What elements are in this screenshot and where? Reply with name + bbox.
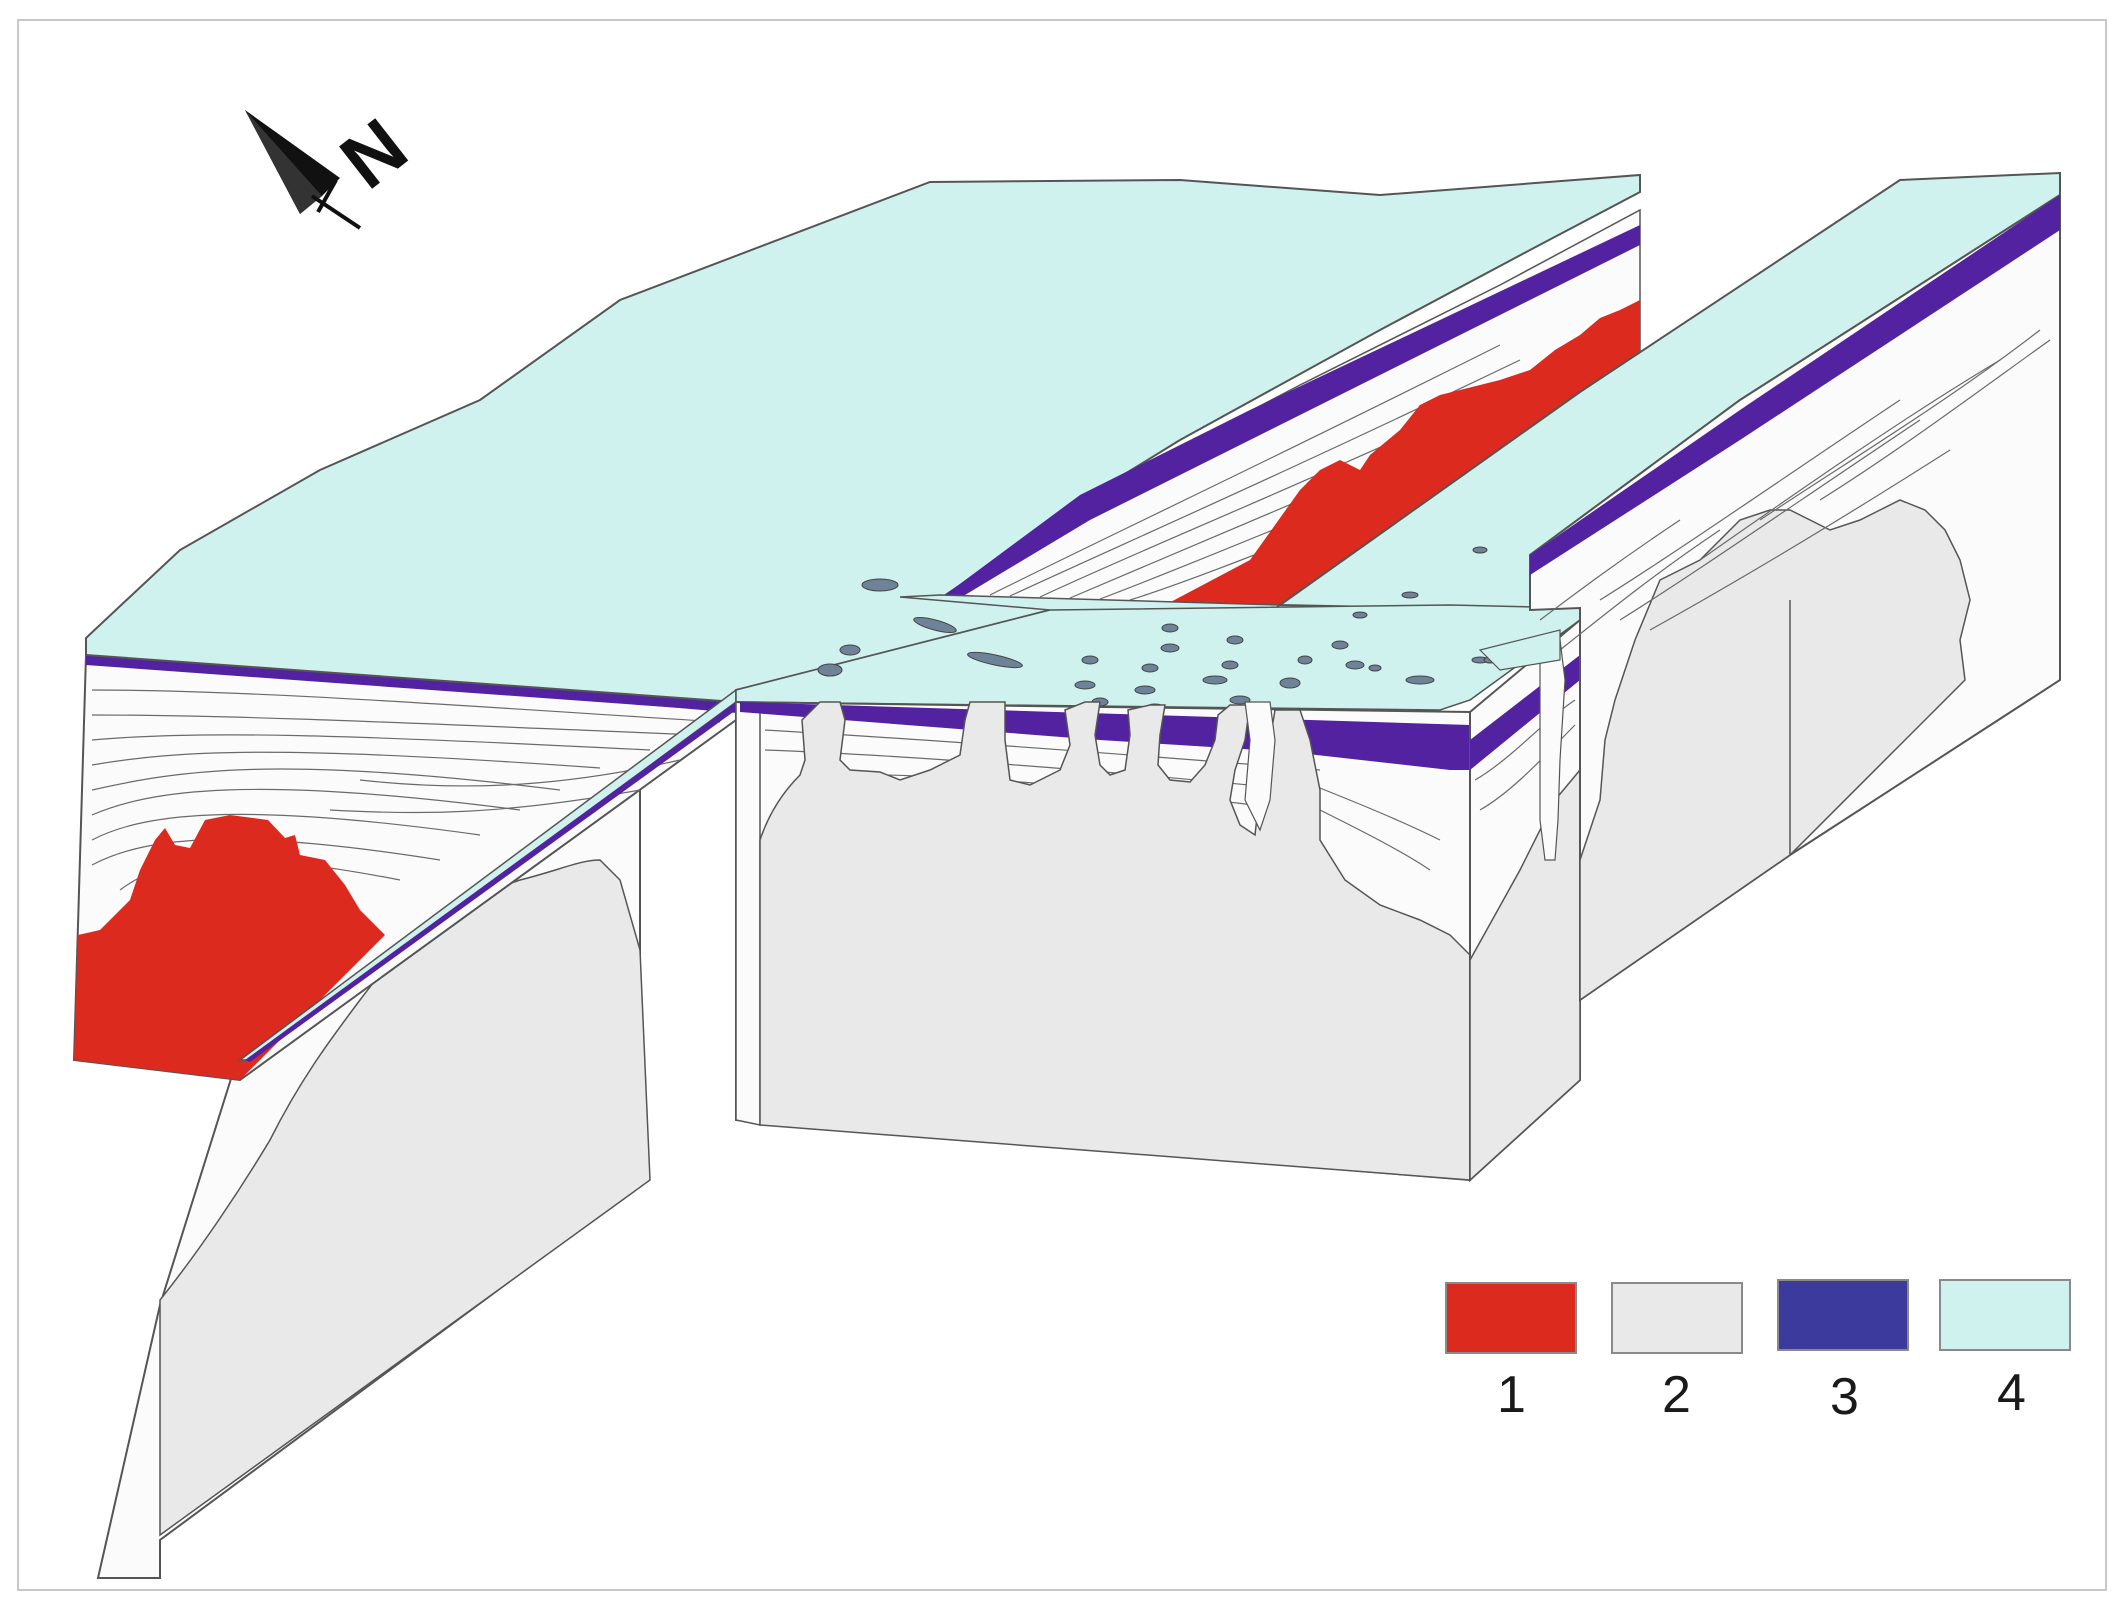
legend-swatch-3: [1777, 1279, 1909, 1351]
ne-red-body: [1165, 300, 1640, 605]
lens: [1401, 591, 1419, 599]
legend-label-1: 1: [1497, 1366, 1526, 1424]
legend-swatch-2: [1611, 1282, 1743, 1354]
north-arrow-tick: [316, 179, 338, 213]
lens: [1160, 643, 1180, 653]
north-arrow-icon: [245, 110, 322, 214]
lens: [1221, 660, 1239, 670]
west-red-body: [74, 815, 385, 1080]
east-strata: [1539, 329, 2051, 651]
central-left-strip: [735, 701, 761, 1126]
lens: [1352, 611, 1368, 619]
lens: [817, 663, 843, 677]
lens: [1226, 635, 1244, 645]
lens: [1074, 680, 1096, 690]
east-block: [1478, 193, 2061, 1002]
lens: [1297, 655, 1313, 665]
west-diagonal-purple: [245, 702, 736, 1062]
ne-trench-purple: [945, 225, 1640, 598]
central-right-strata: [1474, 699, 1576, 811]
lens: [1331, 640, 1349, 650]
legend-swatch-4: [1939, 1279, 2071, 1351]
north-arrow-icon: [245, 110, 340, 214]
legend-label-4: 4: [1997, 1364, 2026, 1422]
lens: [1405, 675, 1435, 685]
lens: [861, 578, 899, 592]
lens: [1161, 623, 1179, 633]
west-purple-layer: [86, 655, 736, 712]
east-purple-band: [1530, 195, 2060, 575]
lens: [1472, 546, 1488, 554]
lens: [1368, 664, 1382, 672]
central-block: [735, 700, 1471, 1182]
central-purple-layer: [740, 702, 1470, 770]
west-block: [72, 653, 737, 1082]
legend-label-3: 3: [1830, 1368, 1859, 1426]
lens: [839, 644, 861, 656]
lens: [967, 651, 1023, 669]
east-teal-wedge: [1478, 629, 1561, 671]
east-gray-core: [1579, 499, 1971, 1002]
lens: [1279, 677, 1301, 689]
legend-swatch-1: [1445, 1282, 1577, 1354]
legend-label-2: 2: [1662, 1366, 1691, 1424]
legend: 1 2 3 4: [1445, 1279, 2071, 1426]
west-strata: [91, 689, 721, 891]
lens: [913, 617, 957, 633]
cavity-stalk: [1244, 701, 1276, 832]
lens: [1345, 660, 1365, 670]
lens: [1134, 685, 1156, 695]
lens: [1081, 655, 1099, 665]
lens: [1202, 675, 1228, 685]
lens: [1141, 663, 1159, 673]
lens-cluster: [817, 546, 1497, 713]
north-arrow-shaft: [310, 194, 362, 230]
